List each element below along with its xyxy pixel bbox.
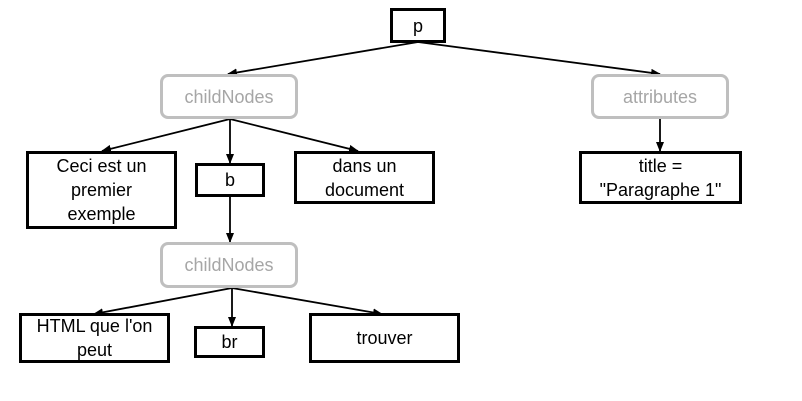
node-text-trouver-label: trouver	[356, 328, 413, 348]
node-br-label: br	[221, 332, 238, 352]
node-title-attribute-line-2: "Paragraphe 1"	[599, 179, 722, 200]
node-p-label: p	[412, 15, 423, 36]
edge-childnodes-text2	[229, 118, 359, 153]
edge-p-attributes	[417, 41, 661, 77]
node-text-html: HTML que l'on peut	[19, 313, 170, 363]
edge-childnodes-text3	[93, 287, 233, 317]
node-childnodes-b-label: childNodes	[184, 255, 274, 275]
node-text-html-line-2: peut	[76, 340, 113, 360]
node-childnodes-top-label: childNodes	[184, 86, 274, 107]
edge-childnodes-text4	[231, 287, 383, 317]
node-text-ceci-line-3: exemple	[67, 204, 136, 224]
node-text-ceci: Ceci est un premier exemple	[26, 151, 177, 229]
node-b: b	[195, 163, 265, 197]
node-title-attribute: title = "Paragraphe 1"	[579, 151, 742, 204]
node-text-dans-line-1: dans un	[332, 155, 397, 176]
node-attributes-label: attributes	[622, 86, 698, 107]
node-text-dans: dans un document	[294, 151, 435, 204]
node-text-ceci-line-2: premier	[70, 180, 132, 200]
node-br: br	[194, 326, 265, 358]
edge-p-childnodes	[227, 41, 419, 77]
edge-childnodes-text1	[101, 118, 231, 153]
node-text-dans-line-2: document	[324, 179, 405, 200]
node-attributes: attributes	[591, 74, 729, 119]
node-b-label: b	[224, 170, 235, 190]
node-p: p	[390, 8, 446, 43]
node-childnodes-top: childNodes	[160, 74, 298, 119]
node-childnodes-b: childNodes	[160, 242, 298, 288]
node-text-trouver: trouver	[309, 313, 460, 363]
node-title-attribute-line-1: title =	[638, 155, 683, 176]
node-text-ceci-line-1: Ceci est un	[56, 156, 147, 176]
node-text-html-line-1: HTML que l'on	[36, 316, 153, 336]
